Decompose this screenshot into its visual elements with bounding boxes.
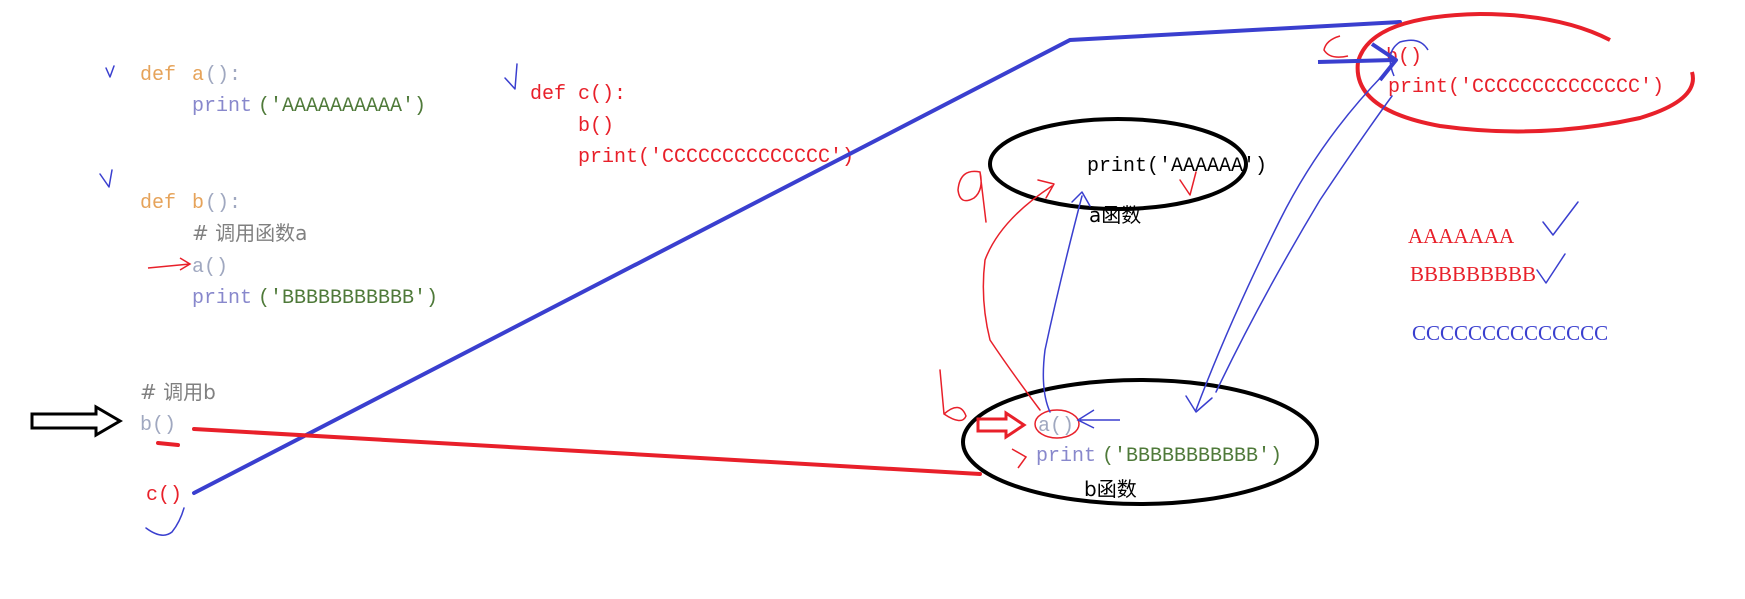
a-bubble-print-line: print('AAAAAA') (1087, 155, 1267, 178)
check-mark-def-a (105, 65, 115, 78)
c-function-bubble: b() print('CCCCCCCCCCCCCC') (1317, 11, 1695, 134)
check-mark-output-a (1542, 201, 1579, 236)
checkmarks (99, 63, 1579, 536)
call-c-statement: c() (146, 484, 182, 507)
a-function-ellipse (988, 117, 1248, 211)
connector-lines (156, 20, 1402, 495)
b-function-ellipse (961, 378, 1319, 506)
flow-arrows (939, 73, 1393, 422)
left-code-block: def a (): print ('AAAAAAAAAA') def b ():… (140, 64, 438, 507)
blue-arrow-to-call-b (1317, 42, 1398, 82)
red-line-call-b-to-b-bubble (192, 427, 982, 476)
call-b-statement: b() (140, 414, 176, 437)
b-function-bubble: a() print ('BBBBBBBBBBB') b函数 (961, 378, 1319, 506)
red-flow-curve-b-to-a (982, 185, 1053, 411)
output-line-a: AAAAAAA (1408, 224, 1515, 248)
comment-call-b: # 调用b (140, 380, 216, 404)
b-bubble-print-argument: ('BBBBBBBBBBB') (1102, 445, 1282, 468)
print-b-argument: ('BBBBBBBBBBB') (258, 287, 438, 310)
output-line-b: BBBBBBBBB (1410, 262, 1536, 286)
print-keyword-a: print (192, 95, 252, 118)
red-handwritten-b (939, 369, 967, 422)
output-line-c: CCCCCCCCCCCCCC (1412, 321, 1608, 345)
hollow-arrow-icon (30, 404, 123, 438)
blue-flow-arrowhead-a (1071, 191, 1091, 207)
func-a-name: a (192, 64, 204, 87)
c-function-ellipse (1355, 11, 1695, 134)
b-function-label: b函数 (1084, 477, 1137, 501)
func-c-call-b-line: b() (578, 115, 614, 138)
blue-squiggle-around-call-b (1389, 39, 1429, 77)
check-mark-def-b (99, 169, 113, 188)
red-dash-under-call-b (156, 441, 180, 447)
blue-return-curve (1215, 95, 1393, 393)
red-chevron-icon (1011, 448, 1028, 469)
def-keyword-a: def (140, 64, 176, 87)
blue-flow-arrowhead-b (1185, 395, 1213, 413)
check-mark-call-c (145, 507, 185, 536)
check-mark-output-b (1536, 253, 1566, 284)
blue-flow-curve-c-to-b (1195, 73, 1385, 411)
func-c-print-line: print('CCCCCCCCCCCCCC') (578, 146, 854, 169)
func-b-parens: (): (205, 192, 241, 215)
func-a-parens: (): (205, 64, 241, 87)
func-c-def-line: def c(): (530, 83, 626, 106)
a-function-bubble: print('AAAAAA') a函数 (988, 117, 1267, 227)
check-mark-def-c (504, 63, 518, 90)
blue-line-call-c-to-c-bubble (192, 20, 1402, 495)
red-arrow-to-call-a (147, 257, 192, 271)
blue-flow-curve-a-call (1042, 195, 1083, 413)
b-bubble-call-a: a() (1038, 415, 1074, 438)
red-circle-around-call-a (1034, 409, 1080, 439)
print-keyword-b: print (192, 287, 252, 310)
c-bubble-print-line: print('CCCCCCCCCCCCCC') (1388, 76, 1664, 99)
blue-arrow-to-call-a (1076, 409, 1120, 429)
red-flow-arrowhead (1037, 179, 1055, 199)
call-a-in-b: a() (192, 256, 228, 279)
check-mark-a-bubble (1179, 171, 1197, 196)
b-bubble-print-keyword: print (1036, 445, 1096, 468)
comment-call-a: # 调用函数a (192, 221, 307, 245)
func-b-name: b (192, 192, 204, 215)
red-scribble-mark (1323, 35, 1349, 58)
red-handwritten-a (957, 170, 987, 223)
a-function-label: a函数 (1089, 203, 1141, 227)
red-hollow-arrow-icon (976, 410, 1027, 440)
func-c-code-block: def c(): b() print('CCCCCCCCCCCCCC') (530, 83, 854, 169)
def-keyword-b: def (140, 192, 176, 215)
print-a-argument: ('AAAAAAAAAA') (258, 95, 426, 118)
output-column: AAAAAAA BBBBBBBBB CCCCCCCCCCCCCC (1408, 224, 1608, 345)
